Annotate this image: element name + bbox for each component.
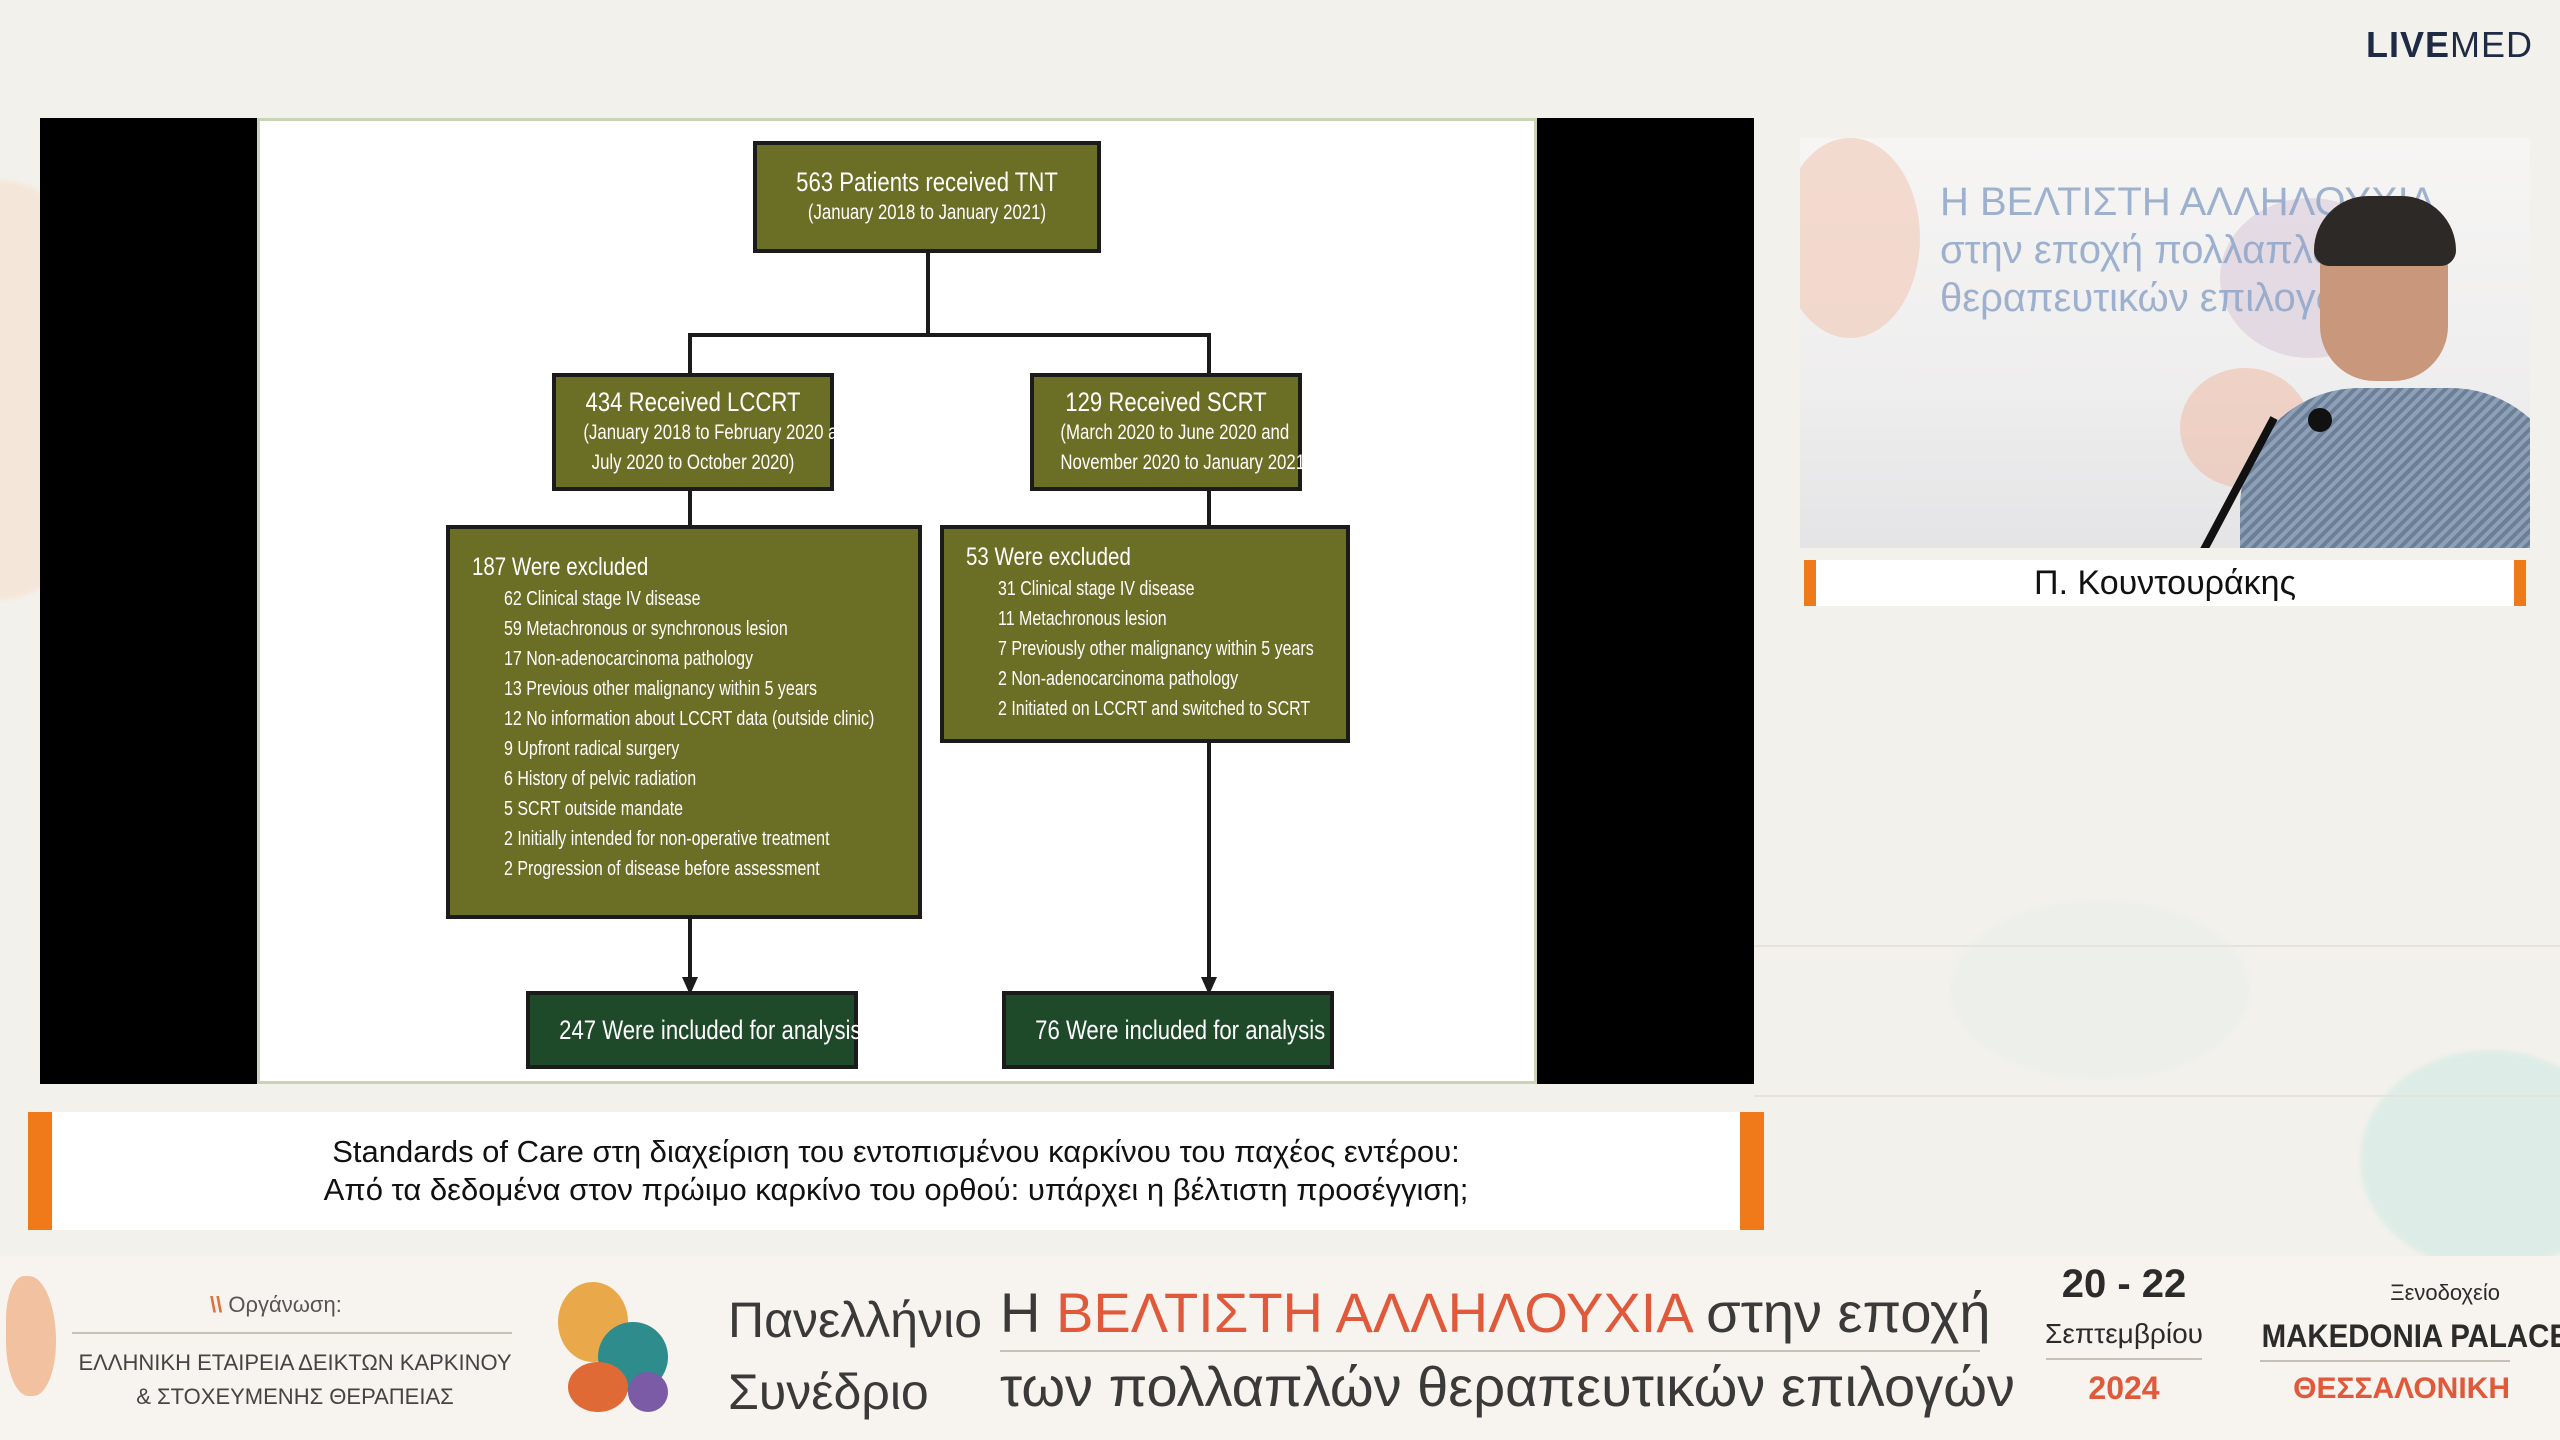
excluded-heading: 187 Were excluded [472,553,649,581]
excluded-item: 13 Previous other malignancy within 5 ye… [504,678,818,700]
flow-box-lccrt: 434 Received LCCRT (January 2018 to Febr… [552,373,857,491]
speaker-name-bar: Π. Κουντουράκης [1804,560,2526,606]
conference-type-line: Πανελλήνιο [728,1292,983,1348]
arrow-down-icon [682,977,698,995]
livemed-logo: LIVEMED [2366,24,2534,65]
background-shape [1950,900,2250,1080]
conference-type-line: Συνέδριο [728,1364,929,1420]
conference-art [548,1262,688,1430]
flow-box-scrt-excluded: 53 Were excluded 31 Clinical stage IV di… [940,525,1350,743]
flow-box-subtitle: July 2020 to October 2020) [591,450,795,474]
excluded-item: 5 SCRT outside mandate [504,798,684,820]
background-line [1754,1095,2560,1097]
talk-title-line: Standards of Care στη διαχείριση του εντ… [332,1134,1460,1169]
venue-city: ΘΕΣΣΑΛΟΝΙΚΗ [2293,1372,2510,1405]
title-accent: ΒΕΛΤΙΣΤΗ ΑΛΛΗΛΟΥΧΙΑ [1056,1281,1691,1344]
speaker-name: Π. Κουντουράκης [2034,563,2296,602]
conference-month: Σεπτεμβρίου [2045,1318,2203,1349]
excluded-item: 2 Progression of disease before assessme… [504,858,820,880]
speaker-figure [2240,388,2530,548]
art-shape [6,1276,56,1396]
excluded-item: 31 Clinical stage IV disease [998,578,1195,600]
flow-box-lccrt-excluded: 187 Were excluded 62 Clinical stage IV d… [446,525,922,919]
flow-connector [1207,489,1211,527]
excluded-item: 12 No information about LCCRT data (outs… [504,708,875,730]
speaker-hair [2314,196,2456,266]
excluded-item: 17 Non-adenocarcinoma pathology [504,648,754,670]
organizer-line: ΕΛΛΗΝΙΚΗ ΕΤΑΙΡΕΙΑ ΔΕΙΚΤΩΝ ΚΑΡΚΙΝΟΥ [78,1350,512,1375]
backdrop-text-line: στην εποχή πολλαπλών [1940,228,2364,272]
flow-box-subtitle: November 2020 to January 2021) [1060,450,1311,474]
background-line [1754,945,2560,947]
excluded-item: 6 History of pelvic radiation [504,768,697,790]
flow-connector [1207,743,1211,981]
background-shape [2360,1050,2560,1270]
flow-box-title: 247 Were included for analysis [559,1014,862,1045]
divider [2260,1360,2510,1362]
organizer-label-text: Οργάνωση: [228,1292,342,1317]
flow-connector [688,917,692,981]
flow-connector [926,251,930,335]
excluded-item: 9 Upfront radical surgery [504,738,680,760]
divider [72,1332,512,1334]
excluded-item: 62 Clinical stage IV disease [504,588,701,610]
flow-box-subtitle: (March 2020 to June 2020 and [1060,420,1290,444]
flow-box-subtitle: (January 2018 to January 2021) [807,200,1047,224]
art-shape [568,1362,628,1412]
flow-box-subtitle: (January 2018 to February 2020 and [583,420,857,444]
conference-year: 2024 [2088,1370,2160,1406]
excluded-item: 59 Metachronous or synchronous lesion [504,618,788,640]
banner-art-left [0,1256,70,1440]
excluded-item: 2 Non-adenocarcinoma pathology [998,668,1239,690]
speaker-video: Η ΒΕΛΤΙΣΤΗ ΑΛΛΗΛΟΥΧΙΑ στην εποχή πολλαπλ… [1800,138,2530,548]
venue-name: MAKEDONIA PALACE [2261,1318,2560,1354]
talk-title-bar: Standards of Care στη διαχείριση του εντ… [28,1112,1764,1230]
art-shape [628,1372,668,1412]
conference-title-line2: των πολλαπλών θεραπευτικών επιλογών [1000,1355,2015,1418]
microphone-head [2308,408,2332,432]
divider [2046,1358,2202,1360]
flow-connector [688,333,692,375]
flow-connector [688,489,692,527]
organizer-line: & ΣΤΟΧΕΥΜΕΝΗΣ ΘΕΡΑΠΕΙΑΣ [136,1384,454,1409]
organizer-name: ΕΛΛΗΝΙΚΗ ΕΤΑΙΡΕΙΑ ΔΕΙΚΤΩΝ ΚΑΡΚΙΝΟΥ & ΣΤΟ… [70,1346,520,1414]
flow-box-scrt: 129 Received SCRT (March 2020 to June 20… [1030,373,1311,491]
flow-box-total: 563 Patients received TNT (January 2018 … [753,141,1101,253]
flow-connector [1207,333,1211,375]
slash-icon: \\ [210,1292,223,1317]
flow-box-title: 129 Received SCRT [1065,386,1267,417]
talk-title-line: Από τα δεδομένα στον πρώιμο καρκίνο του … [323,1172,1469,1207]
divider [1000,1350,1980,1352]
organizer-label: \\ Οργάνωση: [210,1292,342,1318]
flow-box-title: 434 Received LCCRT [585,386,801,417]
excluded-heading: 53 Were excluded [966,543,1131,571]
excluded-item: 2 Initiated on LCCRT and switched to SCR… [998,698,1311,720]
title-word: Η [1000,1281,1041,1344]
conference-banner [0,1256,2560,1440]
flow-box-title: 76 Were included for analysis [1035,1014,1326,1045]
backdrop-shape [1800,138,1920,338]
flow-connector [688,333,1211,337]
arrow-down-icon [1201,977,1217,995]
presentation-slide: 563 Patients received TNT (January 2018 … [257,118,1537,1084]
title-word: στην εποχή [1706,1281,1991,1344]
excluded-item: 11 Metachronous lesion [998,608,1167,630]
conference-title-line1: Η ΒΕΛΤΙΣΤΗ ΑΛΛΗΛΟΥΧΙΑ στην εποχή [1000,1280,1991,1345]
venue-label: Ξενοδοχείο [2390,1280,2500,1305]
flow-box-title: 563 Patients received TNT [796,166,1058,197]
excluded-item: 7 Previously other malignancy within 5 y… [998,638,1314,660]
excluded-item: 2 Initially intended for non-operative t… [504,828,830,850]
conference-type: Πανελλήνιο Συνέδριο [728,1284,982,1428]
flow-box-scrt-included: 76 Were included for analysis [1002,991,1334,1069]
flow-box-lccrt-included: 247 Were included for analysis [526,991,862,1069]
backdrop-text-line: θεραπευτικών επιλογών [1940,276,2367,320]
conference-dates: 20 - 22 [2061,1262,2187,1306]
